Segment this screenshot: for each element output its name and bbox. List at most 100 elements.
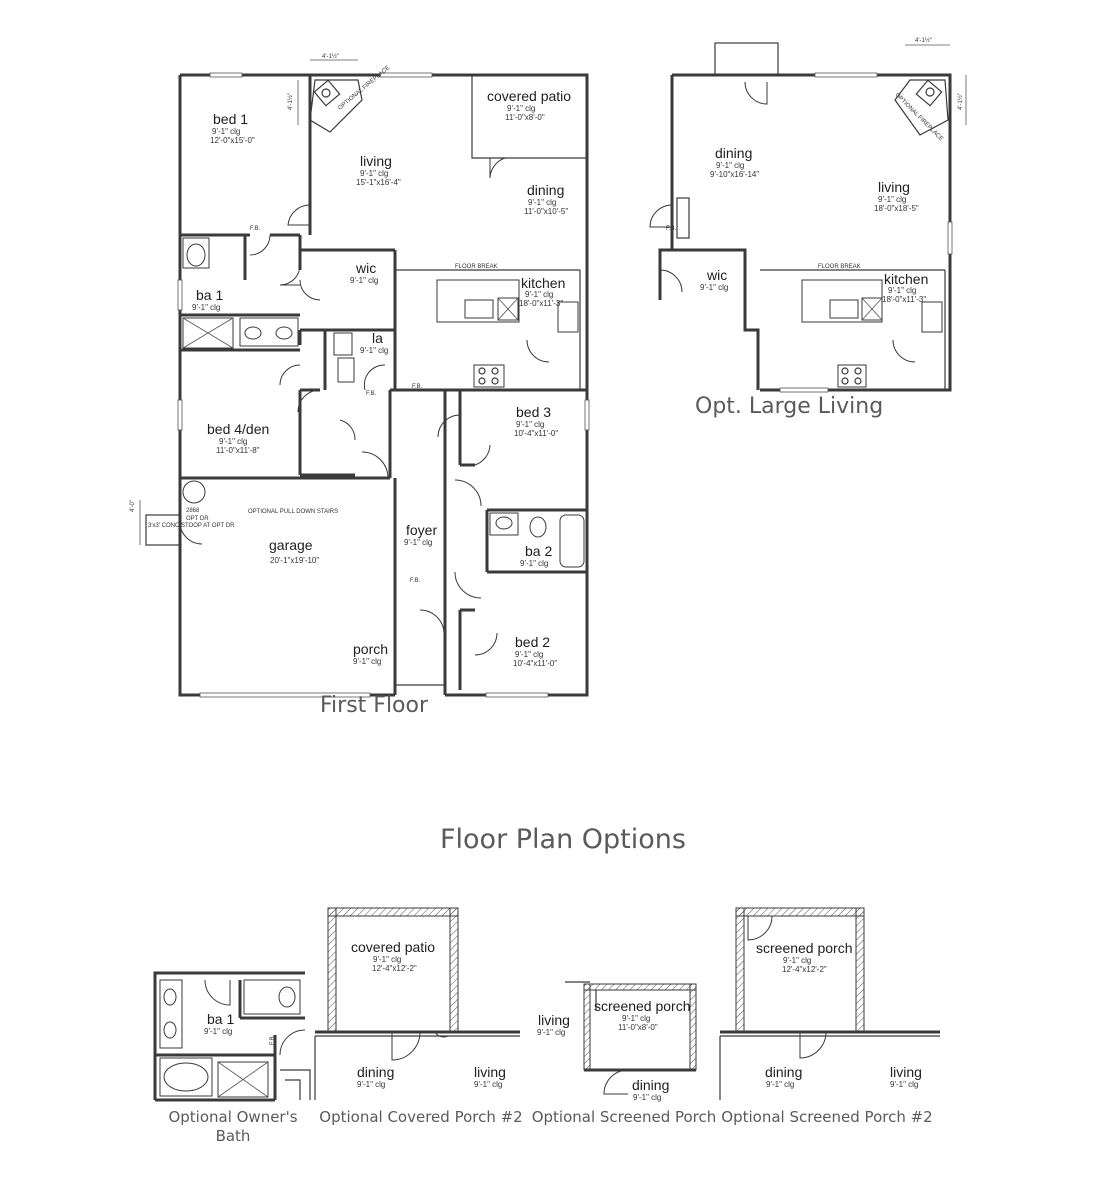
option-owners-bath: F.B. ba 1 9'-1" clg	[153, 971, 311, 1102]
option-screened-porch: living 9'-1" clg screened porch 9'-1" cl…	[537, 981, 697, 1102]
room-foyer: foyer 9'-1" clg	[404, 522, 437, 547]
ll-fb-note: F.B.	[666, 226, 677, 232]
svg-text:18'-0"x11'-3": 18'-0"x11'-3"	[882, 295, 926, 304]
cp2-patio-name: covered patio	[351, 939, 435, 955]
svg-text:ba 2: ba 2	[525, 543, 552, 559]
first-floor-caption: First Floor	[320, 693, 429, 718]
ll-fireplace-dim-side: 4'-1½"	[957, 93, 964, 110]
svg-text:living: living	[360, 153, 392, 169]
fireplace-icon	[309, 79, 363, 133]
fb-note-1: F.B.	[250, 226, 261, 232]
floor-break-note: FLOOR BREAK	[455, 264, 498, 270]
fb-note-3: F.B.	[412, 384, 423, 390]
svg-text:11'-0"x11'-8": 11'-0"x11'-8"	[216, 446, 260, 455]
sp-porch-size: 11'-0"x8'-0"	[618, 1023, 658, 1032]
ll-room-living: living 9'-1" clg 18'-0"x18'-5"	[874, 179, 919, 213]
svg-text:9'-1" clg: 9'-1" clg	[888, 286, 916, 295]
sp-living-ceiling: 9'-1" clg	[537, 1028, 565, 1037]
svg-text:dining: dining	[715, 145, 752, 161]
svg-text:wic: wic	[355, 260, 376, 276]
svg-text:10'-4"x11'-0": 10'-4"x11'-0"	[513, 659, 557, 668]
svg-text:10'-4"x11'-0": 10'-4"x11'-0"	[514, 429, 558, 438]
water-heater-icon	[182, 480, 206, 504]
section-title: Floor Plan Options	[440, 824, 686, 855]
svg-text:9'-1" clg: 9'-1" clg	[520, 559, 548, 568]
svg-text:9'-1" clg: 9'-1" clg	[528, 198, 556, 207]
svg-text:wic: wic	[706, 267, 727, 283]
sp2-living-name: living	[890, 1064, 922, 1080]
room-porch: porch 9'-1" clg	[353, 641, 388, 666]
sp-living-name: living	[538, 1012, 570, 1028]
svg-text:11'-0"x10'-5": 11'-0"x10'-5"	[524, 207, 568, 216]
svg-text:9'-1" clg: 9'-1" clg	[716, 161, 744, 170]
svg-text:porch: porch	[353, 641, 388, 657]
svg-text:bed 4/den: bed 4/den	[207, 421, 269, 437]
svg-text:9'-1" clg: 9'-1" clg	[360, 169, 388, 178]
svg-text:9'-1" clg: 9'-1" clg	[212, 127, 240, 136]
svg-text:bed 3: bed 3	[516, 404, 551, 420]
fireplace-dim-top: 4'-1½"	[322, 53, 339, 60]
room-ba1: ba 1 9'-1" clg	[192, 287, 223, 312]
first-floor-plan: OPTIONAL FIREPLACE 4'-1½" 4'-1½"	[130, 53, 590, 698]
sp2-living-ceiling: 9'-1" clg	[890, 1080, 918, 1089]
svg-text:11'-0"x8'-0": 11'-0"x8'-0"	[505, 113, 545, 122]
ll-room-wic: wic 9'-1" clg	[700, 267, 728, 292]
svg-text:9'-1" clg: 9'-1" clg	[507, 104, 535, 113]
stoop-note: 3'x3' CONC STOOP AT OPT DR	[148, 523, 235, 529]
sp-porch-ceiling: 9'-1" clg	[622, 1014, 650, 1023]
ll-room-kitchen: kitchen 9'-1" clg 18'-0"x11'-3"	[882, 271, 928, 304]
kitchen-island	[333, 269, 581, 390]
svg-text:covered patio: covered patio	[487, 88, 571, 104]
ll-floor-break-note: FLOOR BREAK	[818, 264, 861, 270]
svg-text:9'-1" clg: 9'-1" clg	[353, 657, 381, 666]
sp2-porch-name: screened porch	[756, 940, 853, 956]
svg-text:18'-0"x11'-3": 18'-0"x11'-3"	[519, 299, 563, 308]
fb-note-4: F.B.	[410, 578, 421, 584]
room-covered-patio: covered patio 9'-1" clg 11'-0"x8'-0"	[487, 88, 571, 122]
svg-text:9'-1" clg: 9'-1" clg	[700, 283, 728, 292]
door-2868: 2868	[186, 508, 200, 514]
sp2-dining-ceiling: 9'-1" clg	[766, 1080, 794, 1089]
ba1-fixtures	[182, 237, 299, 349]
room-ba2: ba 2 9'-1" clg	[520, 543, 552, 568]
svg-text:9'-1" clg: 9'-1" clg	[404, 538, 432, 547]
option-screened-porch-2: screened porch 9'-1" clg 12'-4"x12'-2" d…	[719, 907, 940, 1100]
sp2-dining-name: dining	[765, 1064, 802, 1080]
owners-bath-caption: Optional Owner's Bath	[168, 1108, 298, 1145]
svg-text:kitchen: kitchen	[884, 271, 928, 287]
covered-porch-2-caption: Optional Covered Porch #2	[319, 1108, 523, 1126]
svg-text:9'-1" clg: 9'-1" clg	[878, 195, 906, 204]
svg-text:9'-1" clg: 9'-1" clg	[219, 437, 247, 446]
cp2-dining-name: dining	[357, 1064, 394, 1080]
room-laundry: la 9'-1" clg	[360, 330, 388, 355]
room-wic: wic 9'-1" clg	[350, 260, 378, 285]
ob-room-name: ba 1	[207, 1011, 234, 1027]
room-bed2: bed 2 9'-1" clg 10'-4"x11'-0"	[513, 634, 557, 668]
svg-text:garage: garage	[269, 537, 313, 553]
svg-text:9'-1" clg: 9'-1" clg	[360, 346, 388, 355]
large-living-caption: Opt. Large Living	[695, 394, 884, 419]
sp-dining-name: dining	[632, 1077, 669, 1093]
svg-text:ba 1: ba 1	[196, 287, 223, 303]
room-bed3: bed 3 9'-1" clg 10'-4"x11'-0"	[514, 404, 558, 438]
svg-text:9'-1" clg: 9'-1" clg	[515, 650, 543, 659]
cp2-living-name: living	[474, 1064, 506, 1080]
svg-text:la: la	[372, 330, 383, 346]
fireplace-icon	[894, 79, 949, 136]
cp2-living-ceiling: 9'-1" clg	[474, 1080, 502, 1089]
svg-text:12'-0"x15'-0": 12'-0"x15'-0"	[210, 136, 255, 145]
cp2-dining-ceiling: 9'-1" clg	[357, 1080, 385, 1089]
svg-text:9'-1" clg: 9'-1" clg	[516, 420, 544, 429]
svg-text:kitchen: kitchen	[521, 275, 565, 291]
opt-door: OPT DR	[186, 516, 209, 522]
room-garage: garage 20'-1"x19'-10"	[269, 537, 319, 565]
side-dim: 4'-0"	[130, 500, 136, 512]
room-living: living 9'-1" clg 15'-1"x16'-4"	[356, 153, 401, 187]
sp-porch-name: screened porch	[594, 998, 691, 1014]
ba2-fixtures	[489, 512, 585, 568]
screened-porch-2-caption: Optional Screened Porch #2	[721, 1108, 933, 1126]
large-living-plan: OPTIONAL FIREPLACE 4'-1½" 4'-1½" FLOOR B…	[649, 37, 967, 393]
ob-room-ceiling: 9'-1" clg	[204, 1027, 232, 1036]
svg-text:living: living	[878, 179, 910, 195]
